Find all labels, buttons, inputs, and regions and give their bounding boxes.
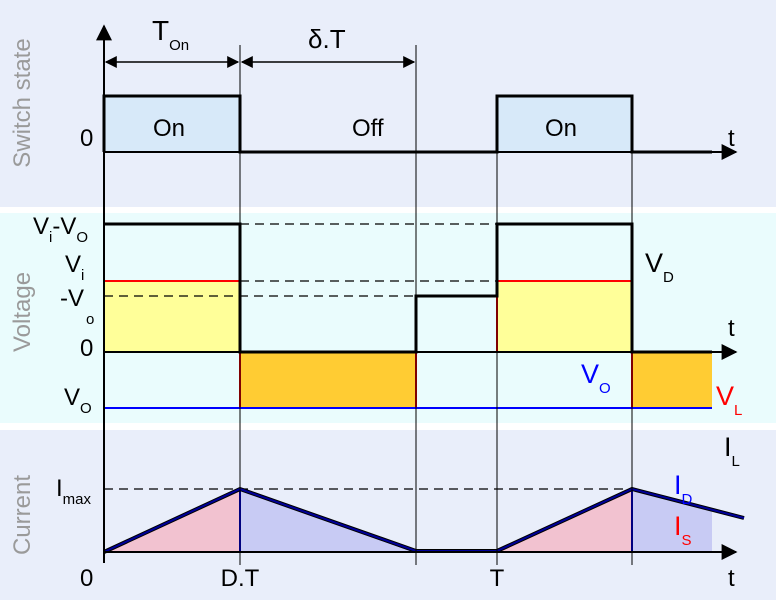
vl-label: VL xyxy=(716,381,742,419)
on-region-1 xyxy=(104,96,240,152)
section-switch-label: Switch state xyxy=(9,38,36,167)
vi-label: Vi xyxy=(65,251,84,284)
section-current-label: Current xyxy=(9,475,36,555)
switch-zero-label: 0 xyxy=(80,125,93,152)
t-label-voltage: t xyxy=(728,315,735,342)
id-label: ID xyxy=(674,470,693,508)
delta-t-label: δ.T xyxy=(308,24,346,54)
voltage-zero-label: 0 xyxy=(80,335,93,362)
period-t-label: T xyxy=(490,565,505,592)
is-label: IS xyxy=(674,511,692,549)
origin-zero-label: 0 xyxy=(80,565,93,592)
imax-label: Imax xyxy=(56,475,92,508)
section-voltage-label: Voltage xyxy=(9,272,36,352)
t-label-current: t xyxy=(728,565,735,592)
vo-axis-label: VO xyxy=(64,384,92,417)
on-label-1: On xyxy=(153,115,185,142)
t-label-switch: t xyxy=(728,125,735,152)
off-label: Off xyxy=(352,115,384,142)
vo-curve-label: VO xyxy=(581,359,611,397)
vl-off-fill-2 xyxy=(632,352,712,408)
on-region-2 xyxy=(497,96,632,152)
on-label-2: On xyxy=(545,115,577,142)
dt-label: D.T xyxy=(221,565,260,592)
il-label: IL xyxy=(724,432,740,470)
neg-vo-label: -Vo xyxy=(60,285,94,328)
vl-off-fill-1 xyxy=(240,352,416,408)
vd-label: VD xyxy=(645,248,674,286)
vi-vo-label: Vi-VO xyxy=(33,213,88,246)
vl-on-fill-2 xyxy=(497,281,632,352)
vl-on-fill-1 xyxy=(104,281,240,352)
t-on-label: TOn xyxy=(152,15,189,54)
